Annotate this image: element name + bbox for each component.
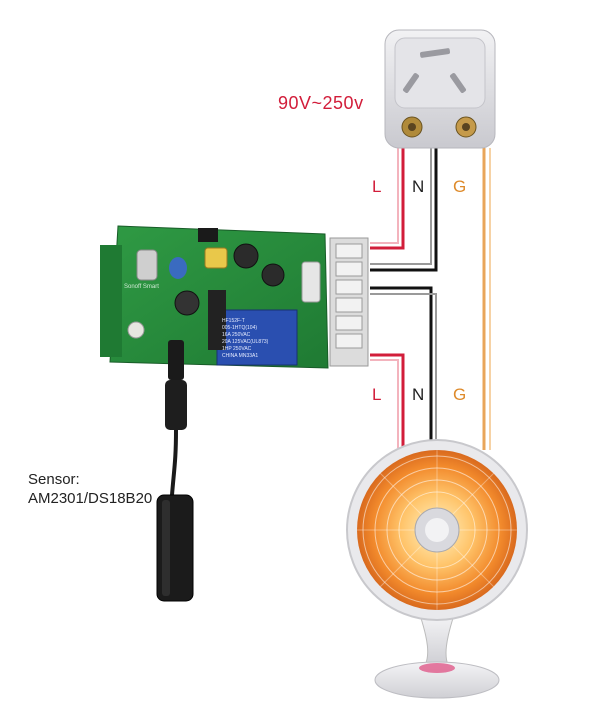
wires	[370, 148, 491, 450]
relay-text-4: 20A 125VAC(UL873)	[222, 339, 269, 345]
board-brand-text: Sonoff Smart	[124, 284, 159, 290]
wire-label-live-bottom: L	[372, 385, 382, 404]
temperature-sensor-probe-icon	[156, 380, 194, 602]
three-pin-wall-socket-icon	[384, 29, 496, 149]
wire-label-ground-bottom: G	[453, 385, 467, 404]
sonoff-th-pcb-icon: Sonoff Smart HF152F-T 005-1HTQ(104) 16A …	[100, 225, 369, 380]
neutral-wire-bottom	[370, 286, 437, 448]
wire-label-neutral-top: N	[412, 177, 425, 196]
wire-label-neutral-bottom: N	[412, 385, 425, 404]
voltage-label: 90V~250v	[278, 93, 364, 113]
ground-wire	[482, 148, 491, 450]
neutral-wire-top	[370, 148, 438, 272]
relay-text-3: 16A 250VAC	[222, 332, 251, 338]
relay-text-2: 005-1HTQ(104)	[222, 325, 257, 331]
wire-label-live-top: L	[372, 177, 382, 196]
relay-text-1: HF152F-T	[222, 318, 245, 324]
electric-heater-icon	[346, 439, 528, 699]
relay-text-6: CHINA MN33A1	[222, 353, 258, 359]
wire-label-ground-top: G	[453, 177, 467, 196]
live-wire-bottom	[370, 353, 405, 448]
relay-text-5: 1HP 250VAC	[222, 346, 252, 352]
live-wire-top	[370, 148, 405, 250]
sensor-label-line1: Sensor:	[28, 471, 80, 488]
sensor-label-line2: AM2301/DS18B20	[28, 490, 153, 507]
sensor-label: Sensor: AM2301/DS18B20	[28, 470, 152, 508]
